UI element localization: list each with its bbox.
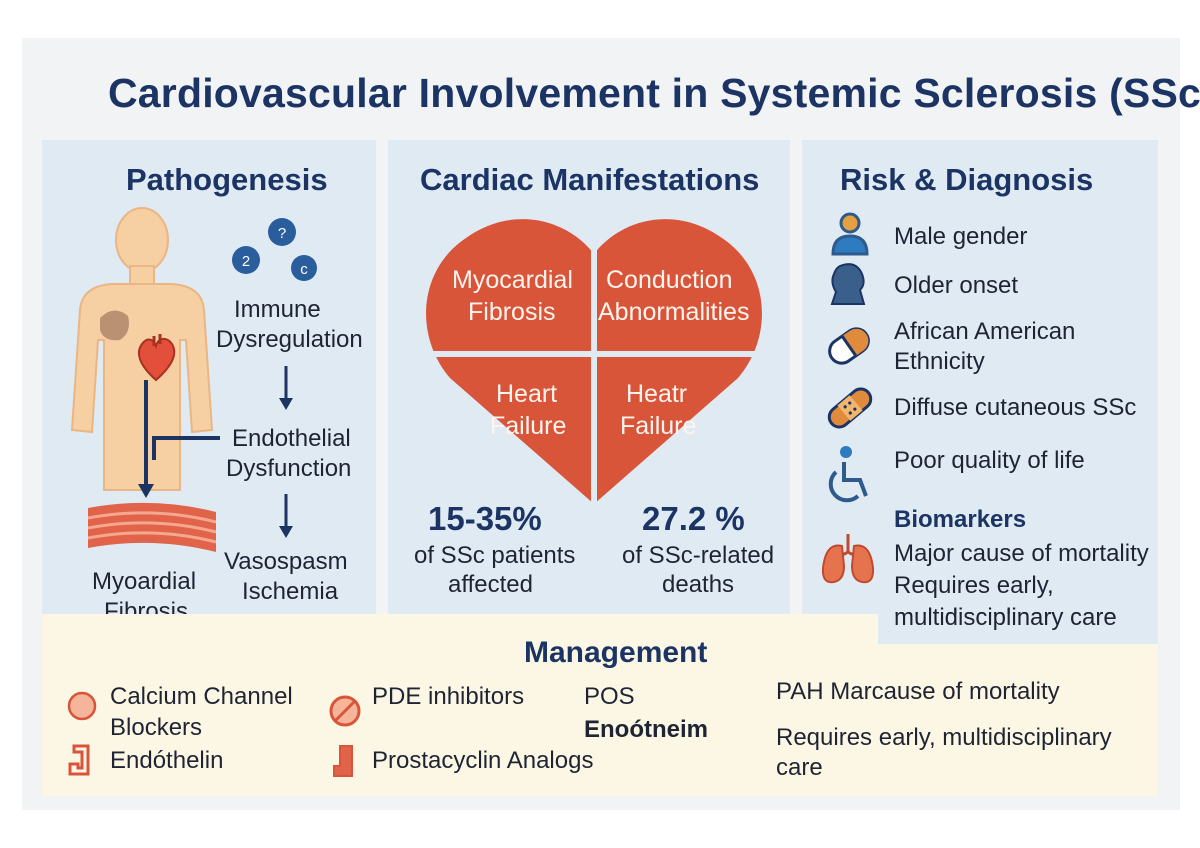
quadrant-myocardial-fibrosis-line1: Myocardial [452,266,573,294]
mgmt-prostacyclin: Prostacyclin Analogs [372,747,594,774]
boot-icon [68,744,90,776]
management-title: Management [524,636,708,669]
wheelchair-icon [828,446,868,503]
stat-affected-value: 15-35% [428,500,542,537]
stat-affected-label-line1: of SSc patients [414,542,576,569]
lungs-icon [821,534,875,584]
risk-item-older-onset: Older onset [894,272,1019,299]
risk-item-diffuse-cutaneous: Diffuse cutaneous SSc [894,394,1137,421]
mgmt-endothelin-garbled: Enoótneim [584,716,708,743]
step-endothelial-line1: Endothelial [232,425,351,452]
risk-item-african-american-line1: African American [894,318,1076,345]
mgmt-requires-line1: Requires early, multidisciplinary [776,724,1112,751]
person-icon [831,212,869,256]
biomarker-line3-overlay: multidisciplinary care [894,604,1117,631]
down-arrow-icon [279,366,293,410]
head-silhouette-icon [830,263,866,305]
page-title: Cardiovascular Involvement in Systemic S… [108,70,1200,116]
biomarkers-title: Biomarkers [894,506,1027,533]
cardiac-title: Cardiac Manifestations [420,162,760,197]
quadrant-heatr-failure-line1: Heatr [626,380,688,408]
stat-deaths-label-line2: deaths [662,571,735,598]
mgmt-pde-inhibitors: PDE inhibitors [372,683,525,710]
risk-item-african-american-line2: Ethnicity [894,348,985,375]
quadrant-heart-failure-line1: Heart [496,380,558,408]
heart-quadrant-diagram [422,219,766,504]
mgmt-pah: PAH Marcause of mortality [776,678,1060,705]
pill-icon [828,327,870,365]
heart-organ-icon [138,334,176,382]
step-vasospasm-line1: Vasospasm [224,548,348,575]
mgmt-pos: POS [584,683,635,710]
biomarker-line1: Major cause of mortality [894,540,1149,567]
step-vasospasm-line2: Ischemia [242,578,339,605]
step-endothelial-line2: Dysfunction [226,455,352,482]
boot-icon [333,745,353,777]
risk-panel-overlay [878,614,1158,644]
risk-panel [802,140,1158,615]
cell-number-2: ? [278,225,286,242]
pathway-arrows [138,380,220,498]
mgmt-endothelin: Endóthelin [110,747,224,774]
pathogenesis-title: Pathogenesis [126,162,328,197]
immune-cells-icon: 2 ? c [232,218,317,281]
quadrant-myocardial-fibrosis-line2: Fibrosis [468,298,556,326]
cell-number-1: 2 [242,253,250,270]
risk-item-poor-quality: Poor quality of life [894,447,1085,474]
mgmt-calcium-line2: Blockers [110,714,203,741]
quadrant-heart-failure-line2: Failure [490,412,567,440]
stat-deaths-value: 27.2 % [642,500,745,537]
mgmt-requires-line2: care [776,754,823,781]
quadrant-heatr-failure-line2: Failure [620,412,697,440]
stat-affected-label-line2: affected [448,571,533,598]
step-immune-line1: Immune [234,296,321,323]
management-panel [42,614,1158,796]
tissue-label-line1: Myoardial [92,568,197,595]
quadrant-conduction-line1: Conduction [606,266,733,294]
bandage-icon [827,387,873,429]
circle-icon [67,691,97,721]
down-arrow-icon [279,494,293,538]
stat-deaths-label-line1: of SSc-related [622,542,775,569]
biomarker-line2: Requires early, [894,572,1054,599]
no-sign-icon [329,695,361,727]
mgmt-calcium-line1: Calcium Channel [110,683,293,710]
step-immune-line2: Dysregulation [216,326,363,353]
muscle-tissue-icon [87,502,217,552]
cell-number-3: c [300,261,308,278]
risk-item-male-gender: Male gender [894,223,1028,250]
quadrant-conduction-line2: Abnormalities [598,298,750,326]
risk-title: Risk & Diagnosis [840,162,1094,197]
